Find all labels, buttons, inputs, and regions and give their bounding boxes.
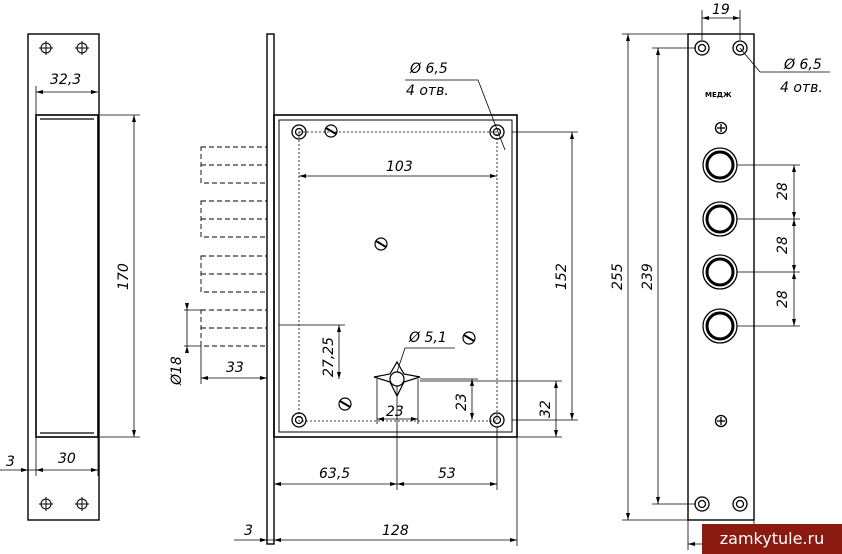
dim-hole-top: Ø 6,5 [409,61,448,77]
faceplate-outline [687,33,755,521]
dim-bottom-63: 63,5 [319,466,350,482]
side-plate [27,33,100,521]
dim-bottom-53: 53 [438,466,456,482]
case-screws [324,124,476,411]
dim-side-width: 32,3 [50,72,81,88]
dim-side-height: 170 [116,263,132,290]
dim-pitch-1: 28 [775,182,791,200]
dim-bottom-3: 3 [244,523,253,539]
dim-spindle-27: 27,25 [321,337,337,377]
dim-bolt-dia: Ø18 [169,356,185,386]
dim-faceplate-19: 19 [712,2,730,18]
lock-case [273,114,518,438]
watermark: zamkytule.ru [702,524,842,554]
dim-side-3: 3 [6,454,15,470]
dim-side-30: 30 [58,451,76,467]
dim-cyl-23-v: 23 [454,393,470,411]
dim-height-152: 152 [554,263,570,290]
dim-cyl-32: 32 [538,400,554,418]
dim-faceplate-hole-count: 4 отв. [780,80,823,96]
brand-mark: МЕДЖ [705,91,732,99]
dimension-labels: 32,3 170 3 30 Ø 6,5 4 отв. 103 152 Ø18 3… [6,2,823,545]
arrowheads [21,16,796,546]
dim-hole-spindle: Ø 5,1 [408,330,447,346]
dim-faceplate-hole: Ø 6,5 [783,57,822,73]
side-body [35,114,99,438]
dim-cyl-23-h: 23 [386,404,404,420]
side-screw-holes [39,41,89,511]
dim-pitch-2: 28 [775,236,791,254]
dim-bolt-33: 33 [226,360,244,376]
dim-faceplate-239: 239 [640,263,656,290]
front-view [184,33,578,546]
front-faceplate [266,33,275,545]
faceplate-holes [694,40,748,512]
dim-bottom-128: 128 [382,523,409,539]
dashed-bolts [200,146,268,347]
dim-faceplate-255: 255 [610,263,626,290]
case-mount-holes [291,124,505,428]
bolt-openings [702,147,738,344]
side-view [0,33,140,521]
dim-pitch-3: 28 [775,290,791,308]
dim-hole-top-count: 4 отв. [406,83,449,99]
dim-width-103: 103 [386,159,413,175]
